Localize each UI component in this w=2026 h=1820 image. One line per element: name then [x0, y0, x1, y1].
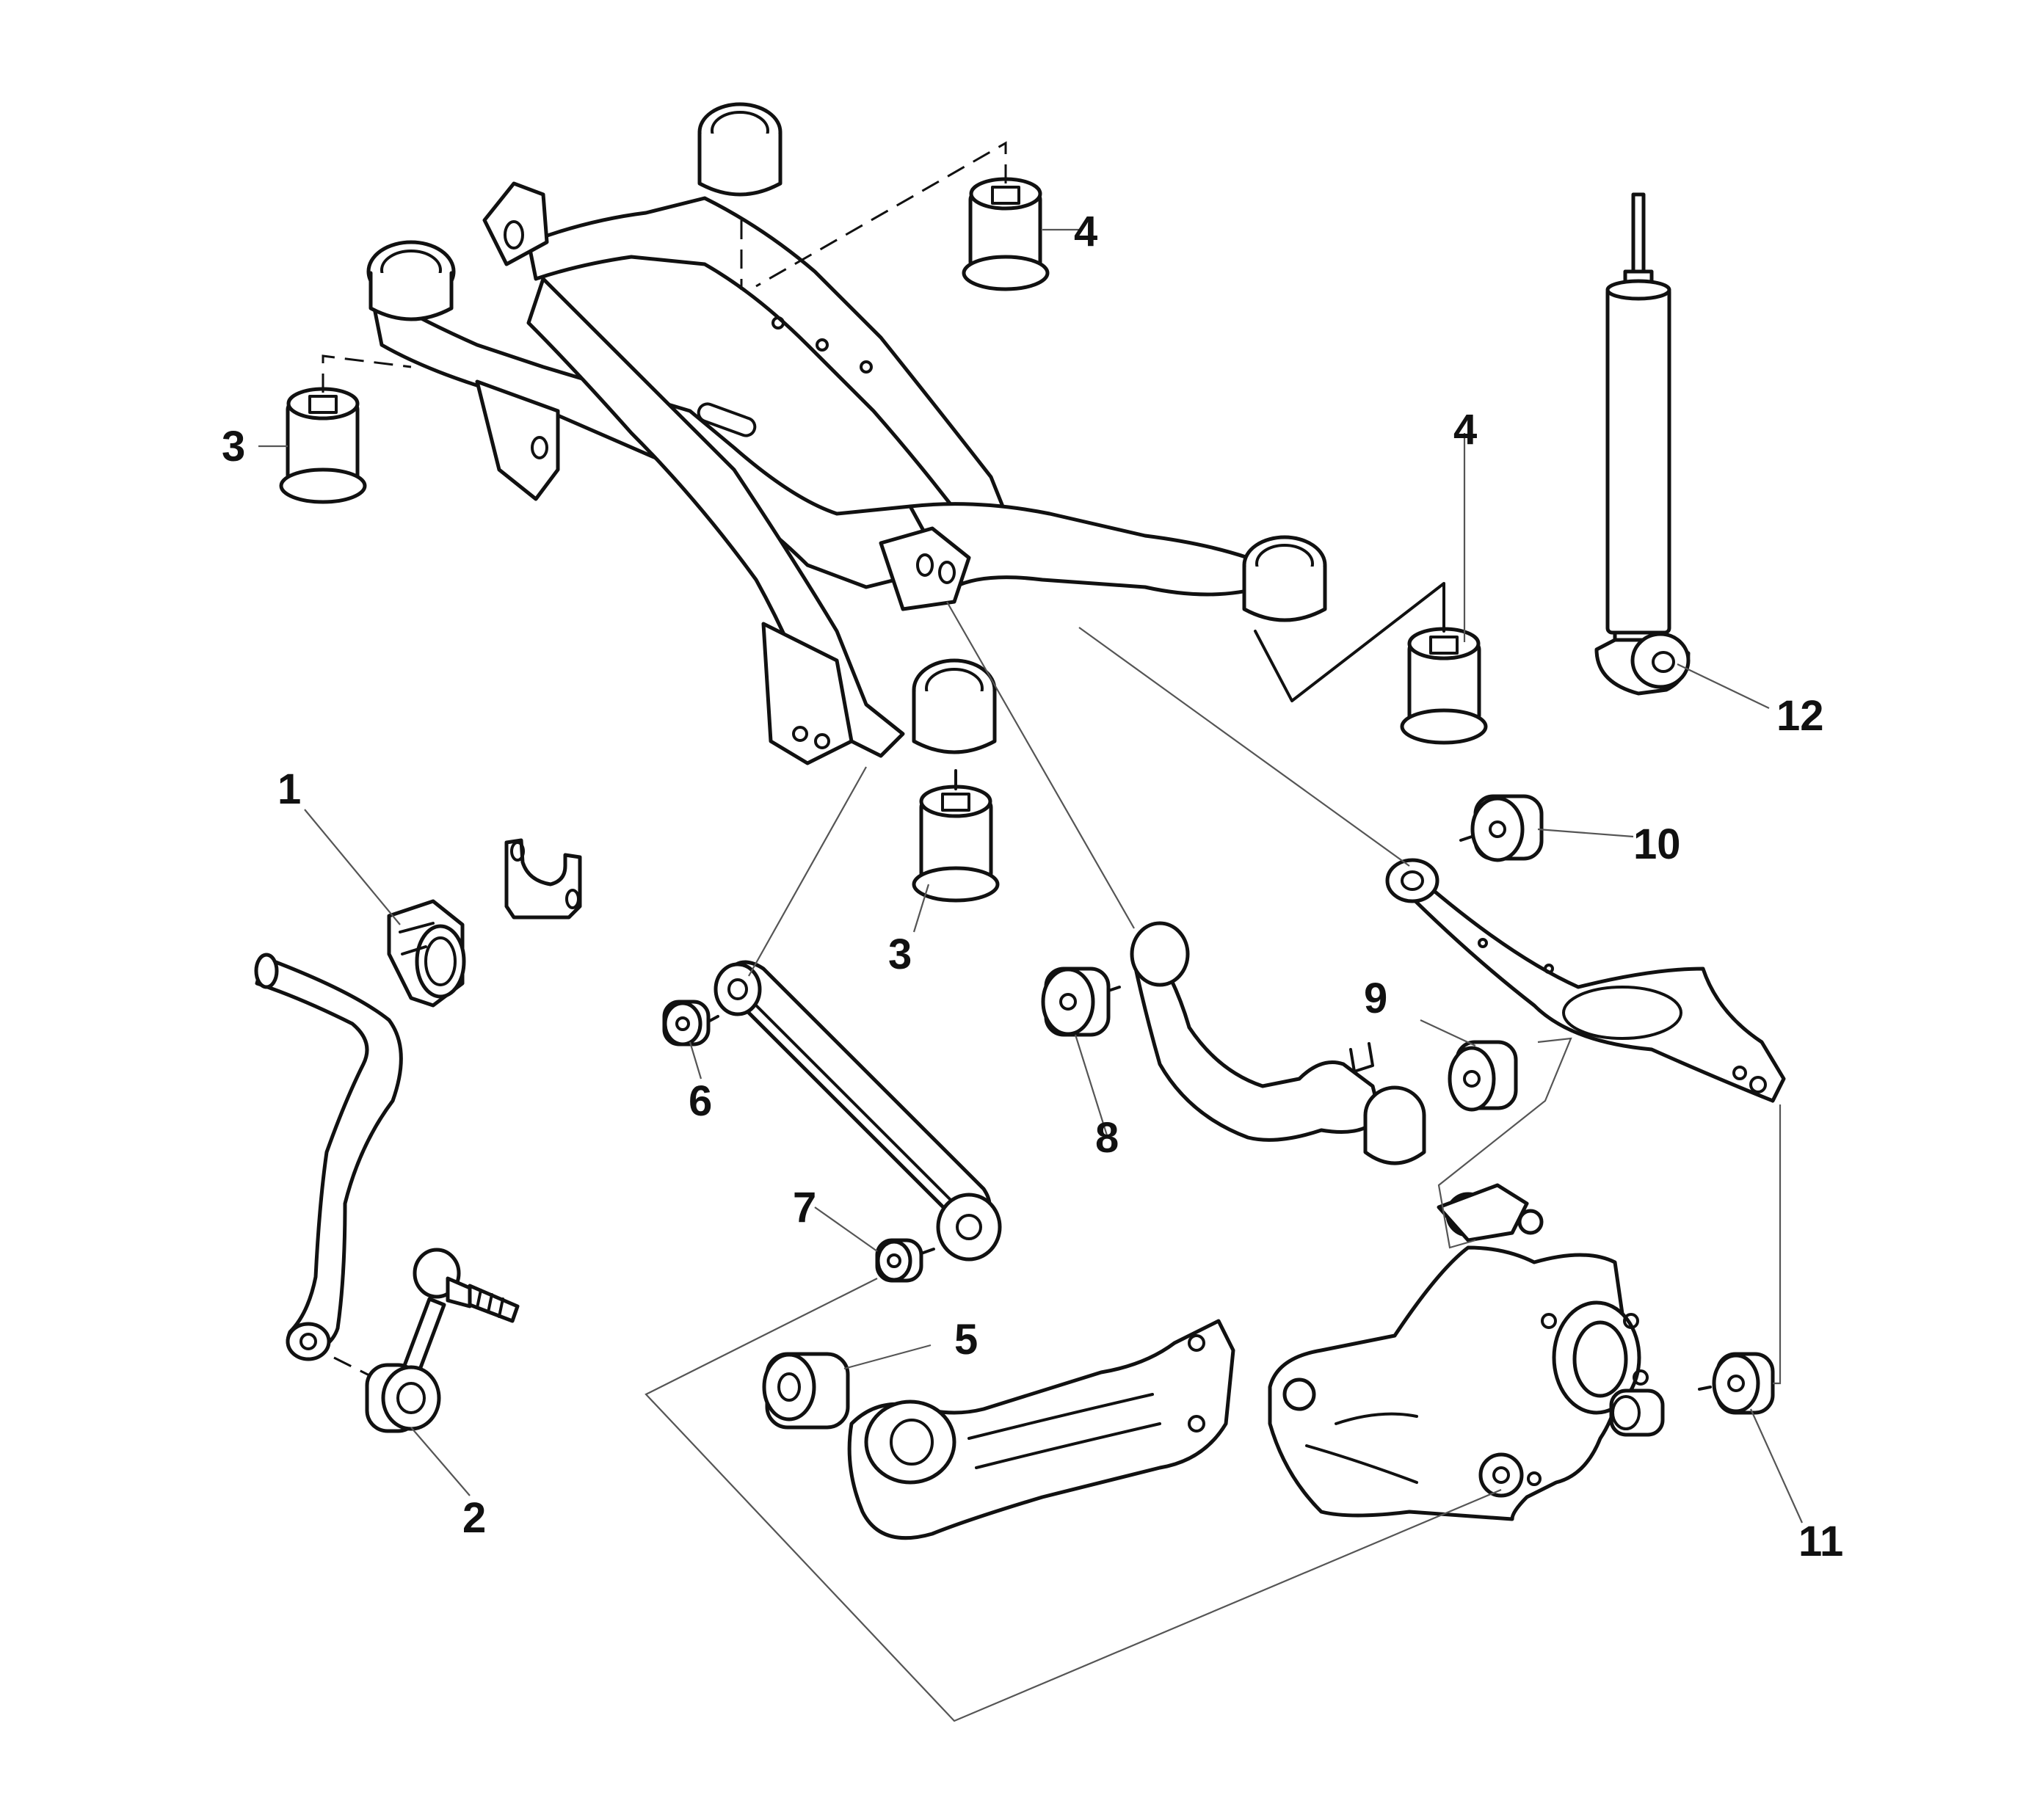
- upper-arm-bushing-8: [1041, 967, 1121, 1037]
- upper-control-arm-8-9: [1130, 921, 1426, 1165]
- upper-arm-bushing-9: [1448, 1040, 1518, 1112]
- callout-2: 2: [462, 1494, 486, 1542]
- stabilizer-bar: [254, 953, 403, 1361]
- knuckle-bushing-11: [1698, 1352, 1775, 1415]
- rear-subframe: [366, 102, 1327, 765]
- callout-3-center: 3: [888, 931, 912, 978]
- stabilizer-bushing: [387, 899, 466, 1008]
- subframe-bushing-3-left: [279, 387, 367, 504]
- callout-numbers: 1 2 3 3 4 4 5 6 7 8 9 10 11 12: [222, 208, 1843, 1565]
- callout-3-left: 3: [222, 423, 245, 470]
- callout-6: 6: [689, 1077, 712, 1125]
- callout-4-right: 4: [1453, 406, 1477, 454]
- lateral-arm-10: [1385, 858, 1786, 1103]
- assembly-line-3-left: [322, 354, 412, 393]
- lower-control-arm-6-7: [714, 960, 1002, 1262]
- callout-8: 8: [1095, 1114, 1119, 1162]
- callout-11: 11: [1798, 1518, 1843, 1565]
- leader-lines: [258, 228, 1804, 1722]
- callout-9: 9: [1364, 975, 1387, 1022]
- trailing-arm: [847, 1319, 1235, 1540]
- lateral-arm-bushing-10: [1459, 794, 1544, 862]
- stabilizer-clamp: [504, 838, 582, 920]
- callout-12: 12: [1776, 692, 1824, 740]
- subframe-bushing-3-center: [912, 785, 1000, 903]
- control-arm-bushing-7: [875, 1238, 935, 1283]
- wheel-knuckle: [1268, 1183, 1665, 1521]
- subframe-bushing-4-top: [962, 177, 1050, 291]
- assembly-line-4-right: [1254, 582, 1445, 702]
- stabilizer-link: [333, 1248, 520, 1433]
- subframe-bushing-4-right: [1400, 627, 1488, 745]
- assembly-line-4-top: [740, 141, 1007, 290]
- callout-10: 10: [1633, 820, 1681, 868]
- shock-absorber: [1594, 192, 1691, 696]
- callout-4-top: 4: [1074, 208, 1097, 255]
- callout-7: 7: [793, 1184, 816, 1231]
- callout-5: 5: [954, 1316, 978, 1364]
- callout-1: 1: [277, 765, 301, 813]
- control-arm-bushing-6: [662, 1000, 719, 1046]
- trailing-arm-bushing-5: [762, 1352, 850, 1430]
